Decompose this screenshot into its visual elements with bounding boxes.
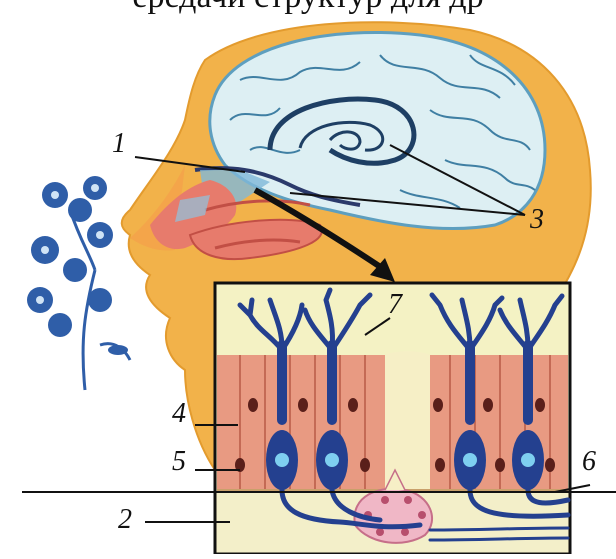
cropped-caption-text: ередачи структур для др <box>0 0 616 16</box>
label-1: 1 <box>112 128 126 159</box>
label-5: 5 <box>172 446 186 477</box>
label-2: 2 <box>118 504 132 535</box>
flower <box>27 176 130 390</box>
label-3: 3 <box>529 204 544 235</box>
label-4: 4 <box>172 398 186 429</box>
label-7: 7 <box>388 289 403 320</box>
label-6: 6 <box>582 446 596 477</box>
